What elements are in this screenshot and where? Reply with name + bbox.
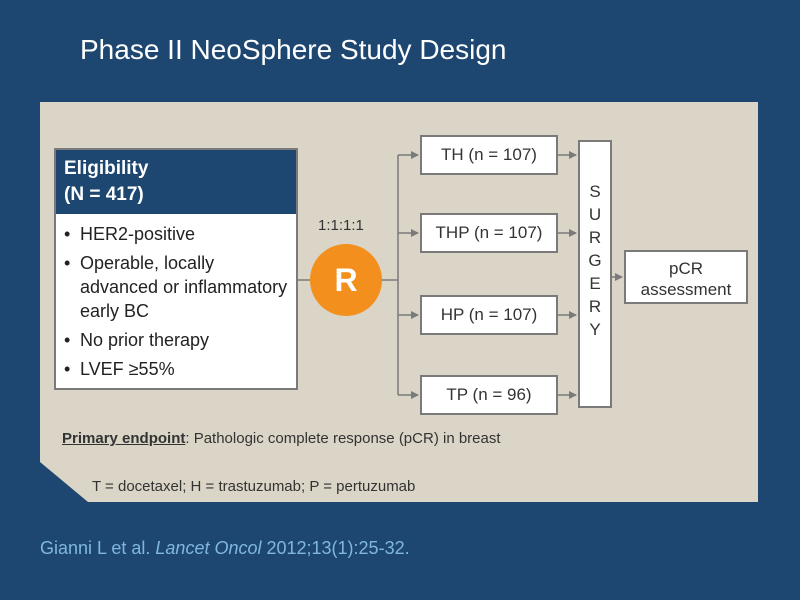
eligibility-box: Eligibility (N = 417) HER2-positive Oper…	[54, 148, 298, 390]
abbreviation-legend: T = docetaxel; H = trastuzumab; P = pert…	[92, 478, 416, 495]
citation-authors: Gianni L et al.	[40, 538, 156, 558]
assessment-label: assessment	[640, 280, 732, 299]
surgery-letter: R	[588, 297, 602, 316]
arm-hp: HP (n = 107)	[420, 295, 558, 335]
surgery-letter: U	[588, 205, 602, 224]
criterion-item: HER2-positive	[64, 222, 288, 246]
pcr-assessment-box: pCR assessment	[624, 250, 748, 304]
primary-endpoint: Primary endpoint: Pathologic complete re…	[62, 430, 501, 447]
citation-journal: Lancet Oncol	[155, 538, 262, 558]
randomization-ratio: 1:1:1:1	[318, 217, 364, 234]
surgery-letter: E	[589, 274, 601, 293]
surgery-letter: R	[588, 228, 602, 247]
eligibility-criteria: HER2-positive Operable, locally advanced…	[56, 214, 296, 381]
citation: Gianni L et al. Lancet Oncol 2012;13(1):…	[40, 538, 410, 559]
primary-endpoint-text: : Pathologic complete response (pCR) in …	[185, 430, 501, 447]
eligibility-header: Eligibility (N = 417)	[56, 150, 296, 214]
citation-ref: 2012;13(1):25-32.	[261, 538, 410, 558]
primary-endpoint-label: Primary endpoint	[62, 430, 186, 447]
arm-th: TH (n = 107)	[420, 135, 558, 175]
surgery-letter: G	[588, 251, 602, 270]
arm-tp: TP (n = 96)	[420, 375, 558, 415]
surgery-letter: S	[589, 182, 601, 201]
eligibility-count: (N = 417)	[64, 184, 144, 205]
criterion-item: Operable, locally advanced or inflammato…	[64, 251, 288, 323]
pcr-label: pCR	[668, 259, 703, 278]
criterion-item: No prior therapy	[64, 328, 288, 352]
arm-thp: THP (n = 107)	[420, 213, 558, 253]
randomization-node: R	[310, 244, 382, 316]
surgery-box: S U R G E R Y	[578, 140, 612, 408]
eligibility-title: Eligibility	[64, 158, 149, 179]
surgery-letter: Y	[589, 320, 601, 339]
criterion-item: LVEF ≥55%	[64, 357, 288, 381]
page-title: Phase II NeoSphere Study Design	[80, 34, 507, 65]
